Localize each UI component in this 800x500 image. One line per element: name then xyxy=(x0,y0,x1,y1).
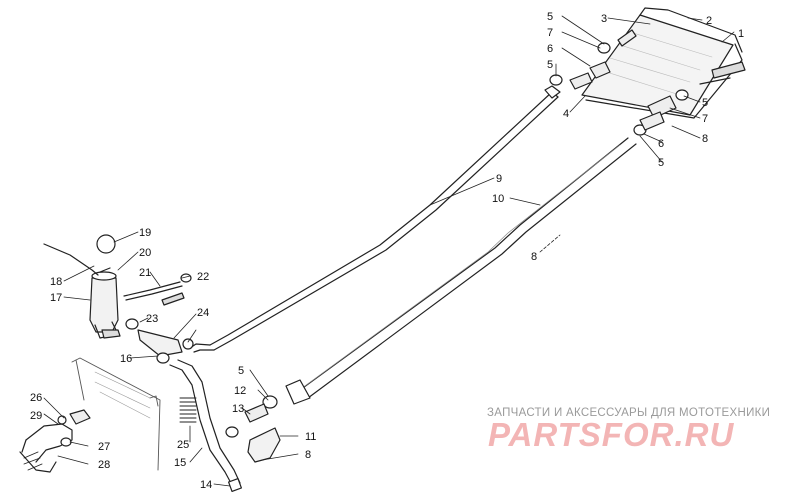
callout-20: 20 xyxy=(139,247,151,259)
callout-4: 4 xyxy=(563,108,569,120)
callout-21: 21 xyxy=(139,267,151,279)
watermark: ЗАПЧАСТИ И АКСЕССУАРЫ ДЛЯ МОТОТЕХНИКИ PA… xyxy=(487,407,770,453)
bottle-fittings xyxy=(99,267,194,357)
hose-15 xyxy=(156,352,243,493)
callout-15: 15 xyxy=(174,457,186,469)
callout-5-lower: 5 xyxy=(238,365,244,377)
coolant-tube-10 xyxy=(285,137,637,405)
callout-9: 9 xyxy=(496,173,502,185)
radiator-bracket xyxy=(71,357,161,471)
callout-18: 18 xyxy=(50,276,62,288)
leader-lines xyxy=(43,15,735,487)
callout-26: 26 xyxy=(30,392,42,404)
callout-8-lower: 8 xyxy=(305,449,311,461)
callout-29: 29 xyxy=(30,410,42,422)
lower-left-hose xyxy=(19,409,91,473)
callout-12: 12 xyxy=(234,385,246,397)
callout-labels: 1 2 3 4 5 7 6 5 5 7 8 6 5 9 10 8 5 12 13… xyxy=(30,11,744,491)
callout-5-top: 5 xyxy=(547,11,553,23)
callout-5-mid: 5 xyxy=(658,157,664,169)
upper-connector-hoses xyxy=(549,29,637,90)
callout-6-top: 6 xyxy=(547,43,553,55)
callout-3: 3 xyxy=(601,13,607,25)
lower-connector-hoses xyxy=(633,89,689,136)
callout-17: 17 xyxy=(50,292,62,304)
coolant-bottle xyxy=(43,234,121,339)
lower-tube-connectors xyxy=(225,395,281,463)
callout-16: 16 xyxy=(120,353,132,365)
callout-5-upper: 5 xyxy=(547,59,553,71)
callout-22: 22 xyxy=(197,271,209,283)
callout-7-top: 7 xyxy=(547,27,553,39)
watermark-brand: PARTSFOR.RU xyxy=(488,416,734,453)
callout-10: 10 xyxy=(492,193,504,205)
callout-8-right: 8 xyxy=(702,133,708,145)
callout-25: 25 xyxy=(177,439,189,451)
callout-14: 14 xyxy=(200,479,212,491)
callout-19: 19 xyxy=(139,227,151,239)
callout-6-right: 6 xyxy=(658,138,664,150)
callout-27: 27 xyxy=(98,441,110,453)
coolant-tube-9 xyxy=(189,85,561,353)
callout-7-right: 7 xyxy=(702,113,708,125)
callout-11: 11 xyxy=(305,431,316,443)
callout-24: 24 xyxy=(197,307,209,319)
callout-13: 13 xyxy=(232,403,244,415)
callout-1: 1 xyxy=(738,28,744,40)
callout-23: 23 xyxy=(146,313,158,325)
callout-28: 28 xyxy=(98,459,110,471)
callout-5-right: 5 xyxy=(702,97,708,109)
callout-2: 2 xyxy=(706,15,712,27)
watermark-caption: ЗАПЧАСТИ И АКСЕССУАРЫ ДЛЯ МОТОТЕХНИКИ xyxy=(487,407,770,419)
callout-8-mid: 8 xyxy=(531,251,537,263)
